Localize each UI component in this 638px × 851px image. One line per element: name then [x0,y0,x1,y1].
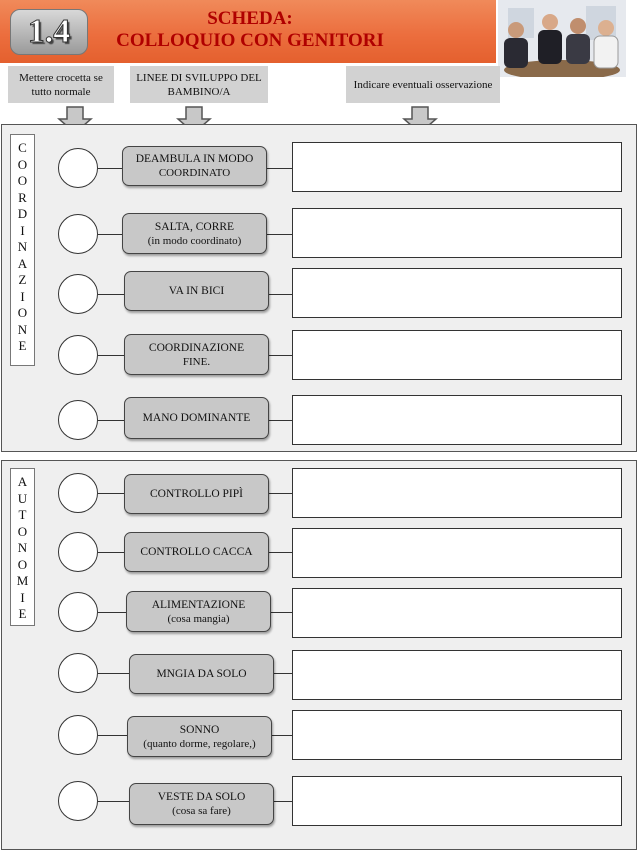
section-number-badge: 1.4 [10,9,88,55]
check-circle[interactable] [58,715,98,755]
pill-line-1: ALIMENTAZIONE [151,598,246,611]
pill-line-1: VA IN BICI [168,285,225,297]
column-header-check: Mettere crocetta se tutto normale [8,66,114,103]
check-circle[interactable] [58,473,98,513]
line-pill: CONTROLLO PIPÌ [124,474,269,514]
section-label-letter: O [17,523,28,539]
observation-box[interactable] [292,468,622,518]
pill-line-1: SONNO [179,723,220,736]
section-label-letter: O [17,556,28,572]
check-circle[interactable] [58,274,98,314]
check-circle[interactable] [58,335,98,375]
section-label-letter: E [18,338,27,353]
title-line-1: SCHEDA: [207,8,293,29]
line-pill: VESTE DA SOLO (cosa sa fare) [129,783,274,825]
observation-box[interactable] [292,395,622,445]
line-pill: CONTROLLO CACCA [124,532,269,572]
observation-box[interactable] [292,528,622,578]
observation-box[interactable] [292,268,622,318]
title-line-2: COLLOQUIO CON GENITORI [116,30,384,51]
line-pill: MNGIA DA SOLO [129,654,274,694]
meeting-photo [498,0,626,77]
observation-box[interactable] [292,330,622,380]
check-circle[interactable] [58,214,98,254]
column-header-lines: LINEE DI SVILUPPO DEL BAMBINO/A [130,66,268,103]
section-label-letter: Z [18,272,27,287]
observation-box[interactable] [292,710,622,760]
observation-box[interactable] [292,776,622,826]
pill-line-2: FINE. [182,355,211,368]
pill-line-1: COORDINAZIONE [148,341,245,354]
pill-line-1: VESTE DA SOLO [157,791,246,803]
section-label-letter: O [17,305,28,320]
section-label-letter: M [16,573,29,588]
section-label-letter: O [17,173,28,188]
check-circle[interactable] [58,400,98,440]
section-label-letter: O [17,156,28,172]
line-pill: COORDINAZIONE FINE. [124,334,269,375]
pill-line-2: COORDINATO [158,167,231,179]
line-pill: DEAMBULA IN MODO COORDINATO [122,146,267,186]
line-pill: SALTA, CORRE (in modo coordinato) [122,213,267,254]
check-circle[interactable] [58,653,98,693]
pill-line-2: (in modo coordinato) [147,234,242,247]
observation-box[interactable] [292,208,622,258]
check-circle[interactable] [58,781,98,821]
check-circle[interactable] [58,592,98,632]
pill-line-1: CONTROLLO PIPÌ [150,488,243,500]
pill-line-2: (cosa mangia) [167,612,230,625]
check-circle[interactable] [58,148,98,188]
section-label-letter: R [18,189,27,205]
section-label-letter: I [20,288,25,304]
pill-line-2: (cosa sa fare) [172,805,231,817]
section-label-letter: N [17,321,28,337]
line-pill: MANO DOMINANTE [124,397,269,439]
section-label-letter: T [18,507,27,522]
pill-line-1: SALTA, CORRE [154,220,235,233]
line-pill: SONNO (quanto dorme, regolare,) [127,716,272,757]
pill-line-1: CONTROLLO CACCA [140,546,253,558]
section-label-letter: I [20,222,25,238]
observation-box[interactable] [292,142,622,192]
section-label-letter: N [17,540,28,555]
section-label-letter: A [17,474,28,489]
section-label-letter: A [17,255,28,271]
pill-line-1: DEAMBULA IN MODO [135,153,254,165]
section-label-letter: I [20,589,25,605]
observation-box[interactable] [292,650,622,700]
pill-line-1: MANO DOMINANTE [142,412,251,424]
pill-line-2: (quanto dorme, regolare,) [143,737,256,750]
section-label-letter: U [17,490,28,506]
column-header-notes: Indicare eventuali osservazione [346,66,500,103]
section-label-letter: N [17,239,28,254]
line-pill: VA IN BICI [124,271,269,311]
line-pill: ALIMENTAZIONE (cosa mangia) [126,591,271,632]
check-circle[interactable] [58,532,98,572]
pill-line-1: MNGIA DA SOLO [156,668,247,680]
section-label-letter: E [18,606,27,621]
section-label-letter: D [17,206,28,221]
observation-box[interactable] [292,588,622,638]
section-label-letter: C [18,140,27,155]
